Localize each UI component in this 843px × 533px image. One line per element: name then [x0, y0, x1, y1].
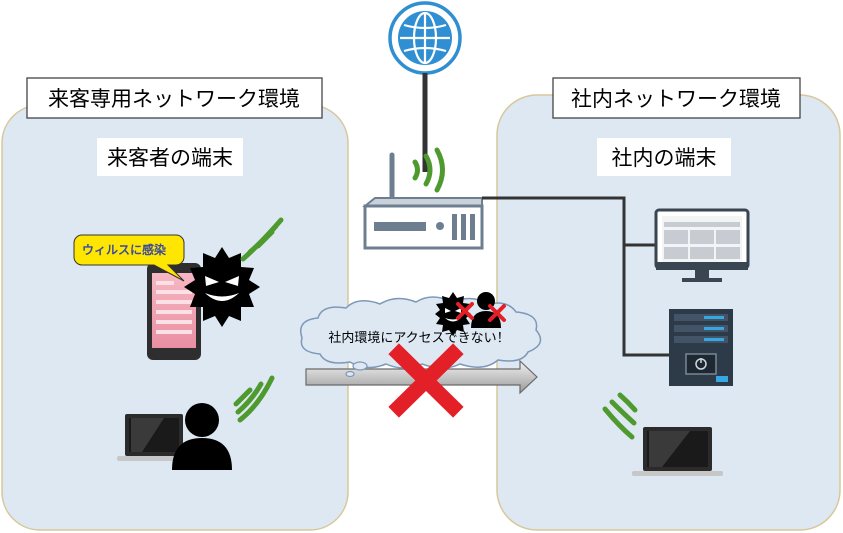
cross-icon — [456, 302, 474, 320]
guest-device-label-box — [97, 138, 243, 176]
blocked-message: 社内環境にアクセスできない！ — [328, 330, 509, 346]
wifi-icon — [412, 147, 445, 193]
wifi-icon — [233, 375, 275, 423]
cross-icon — [488, 304, 506, 322]
lan-cable — [482, 196, 672, 357]
virus-alert-bubble: ウィルスに感染 — [73, 234, 185, 282]
guest-zone-title: 来客専用ネットワーク環境 — [48, 87, 300, 111]
monitor-icon — [654, 208, 750, 282]
internal-device-label: 社内の端末 — [612, 146, 717, 170]
internal-zone-title-box — [552, 77, 801, 119]
wifi-icon — [602, 392, 638, 440]
smartphone-icon — [147, 263, 201, 360]
globe-icon — [388, 1, 462, 75]
person-icon — [172, 403, 232, 470]
internal-device-label-box — [597, 138, 731, 176]
virus-alert-text: ウィルスに感染 — [82, 242, 167, 257]
internal-zone-title: 社内ネットワーク環境 — [571, 87, 781, 111]
wifi-icon — [240, 217, 284, 262]
guest-device-label: 来客者の端末 — [107, 146, 233, 170]
laptop-icon — [117, 414, 191, 461]
cross-icon — [388, 343, 464, 418]
guest-zone-title-box — [26, 77, 323, 119]
server-icon — [669, 309, 733, 386]
virus-icon — [184, 247, 260, 327]
internal-network-zone: 社内ネットワーク環境 社内の端末 — [496, 77, 841, 531]
router-icon — [362, 197, 484, 250]
laptop-icon — [632, 427, 723, 476]
